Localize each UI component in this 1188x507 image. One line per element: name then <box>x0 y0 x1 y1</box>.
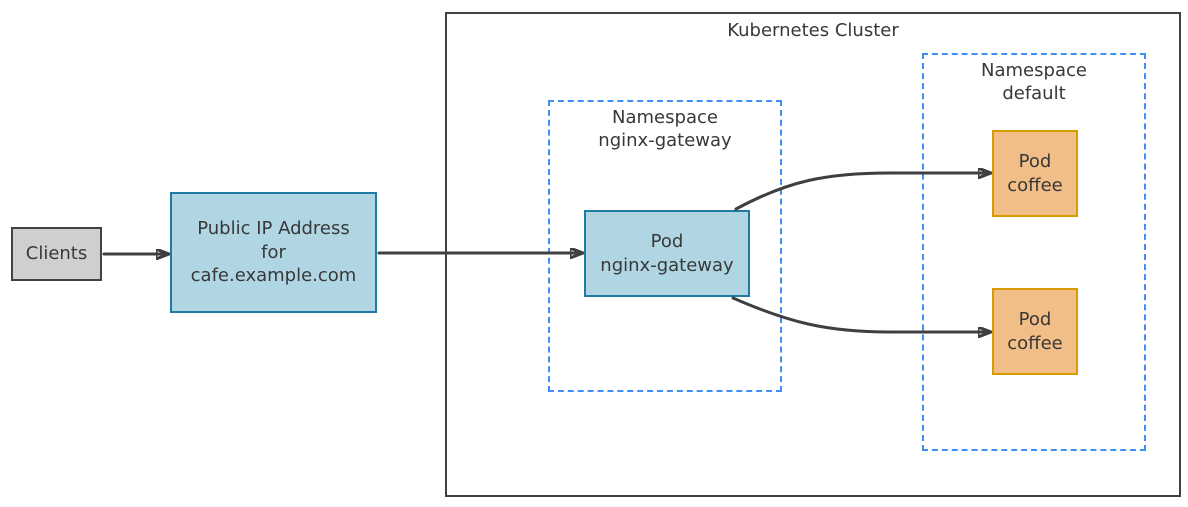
public-ip-label: Public IP Address for cafe.example.com <box>190 218 357 287</box>
kubernetes-cluster-label: Kubernetes Cluster <box>727 20 899 41</box>
pod-coffee-top-label: Pod coffee <box>1007 151 1063 196</box>
pod-nginx-gateway-node: Pod nginx-gateway <box>584 210 750 297</box>
public-ip-node: Public IP Address for cafe.example.com <box>170 192 377 313</box>
clients-node: Clients <box>11 227 102 281</box>
clients-label: Clients <box>25 243 88 265</box>
namespace-nginx-gateway-label: Namespace nginx-gateway <box>598 107 732 152</box>
namespace-default-group: Namespace default <box>922 53 1146 451</box>
kubernetes-cluster-group: Kubernetes Cluster <box>445 12 1181 497</box>
namespace-nginx-gateway-group: Namespace nginx-gateway <box>548 100 782 392</box>
pod-coffee-bottom-label: Pod coffee <box>1007 309 1063 354</box>
pod-coffee-top-node: Pod coffee <box>992 130 1078 217</box>
pod-nginx-gateway-label: Pod nginx-gateway <box>600 231 734 276</box>
namespace-default-label: Namespace default <box>981 60 1087 105</box>
pod-coffee-bottom-node: Pod coffee <box>992 288 1078 375</box>
